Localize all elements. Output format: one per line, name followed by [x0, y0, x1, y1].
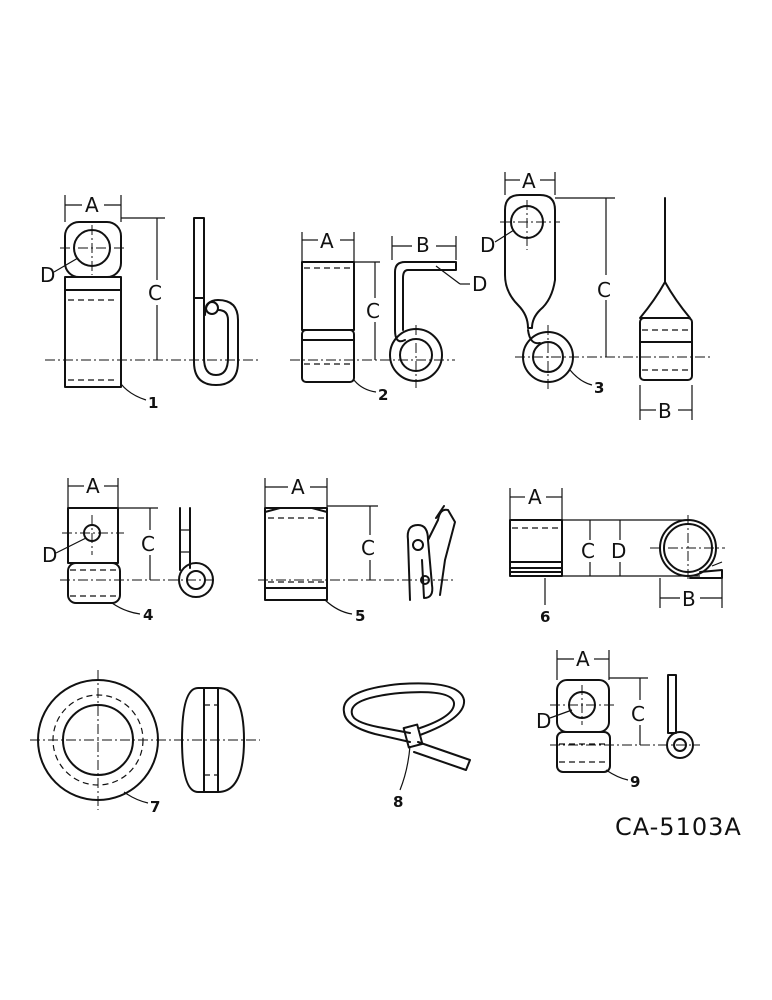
item-number-2: 2	[378, 386, 388, 404]
clamp-3: A D C B 3	[480, 169, 710, 423]
item-number-5: 5	[355, 607, 365, 625]
clamp-9: A D C 9	[536, 647, 700, 791]
item-number-1: 1	[148, 394, 158, 412]
item-number-6: 6	[540, 608, 550, 626]
clamp-1: A C D 1	[40, 193, 260, 412]
dim-label-a: A	[85, 193, 99, 217]
dim-label-d: D	[536, 709, 551, 733]
dim-label-d: D	[611, 539, 626, 563]
dim-label-a: A	[522, 169, 536, 193]
clamp-5: A C 5	[258, 475, 456, 625]
dim-label-a: A	[576, 647, 590, 671]
dim-label-c: C	[597, 278, 611, 302]
dim-label-a: A	[528, 485, 542, 509]
drawing-code: CA-5103A	[615, 813, 742, 841]
strap-8: 8	[342, 682, 471, 811]
item-number-8: 8	[393, 793, 403, 811]
clamp-4: A D C 4	[42, 474, 215, 624]
dim-label-c: C	[631, 702, 645, 726]
dim-label-b: B	[682, 587, 696, 611]
clamp-6: A C D B 6	[509, 485, 725, 626]
item-number-9: 9	[630, 773, 640, 791]
dim-label-c: C	[361, 536, 375, 560]
dim-label-b: B	[416, 233, 430, 257]
dim-label-c: C	[581, 539, 595, 563]
item-number-4: 4	[143, 606, 153, 624]
clamp-2: A C B D 2	[290, 229, 487, 404]
item-number-7: 7	[150, 798, 160, 816]
dim-label-d: D	[42, 543, 57, 567]
dim-label-c: C	[141, 532, 155, 556]
dim-label-d: D	[472, 272, 487, 296]
dim-label-d: D	[480, 233, 495, 257]
item-number-3: 3	[594, 379, 604, 397]
dim-label-c: C	[366, 299, 380, 323]
dim-label-a: A	[320, 229, 334, 253]
grommet-7: 7	[30, 670, 260, 816]
dim-label-c: C	[148, 281, 162, 305]
dim-label-a: A	[291, 475, 305, 499]
dim-label-a: A	[86, 474, 100, 498]
dim-label-b: B	[658, 399, 672, 423]
dim-label-d: D	[40, 263, 55, 287]
